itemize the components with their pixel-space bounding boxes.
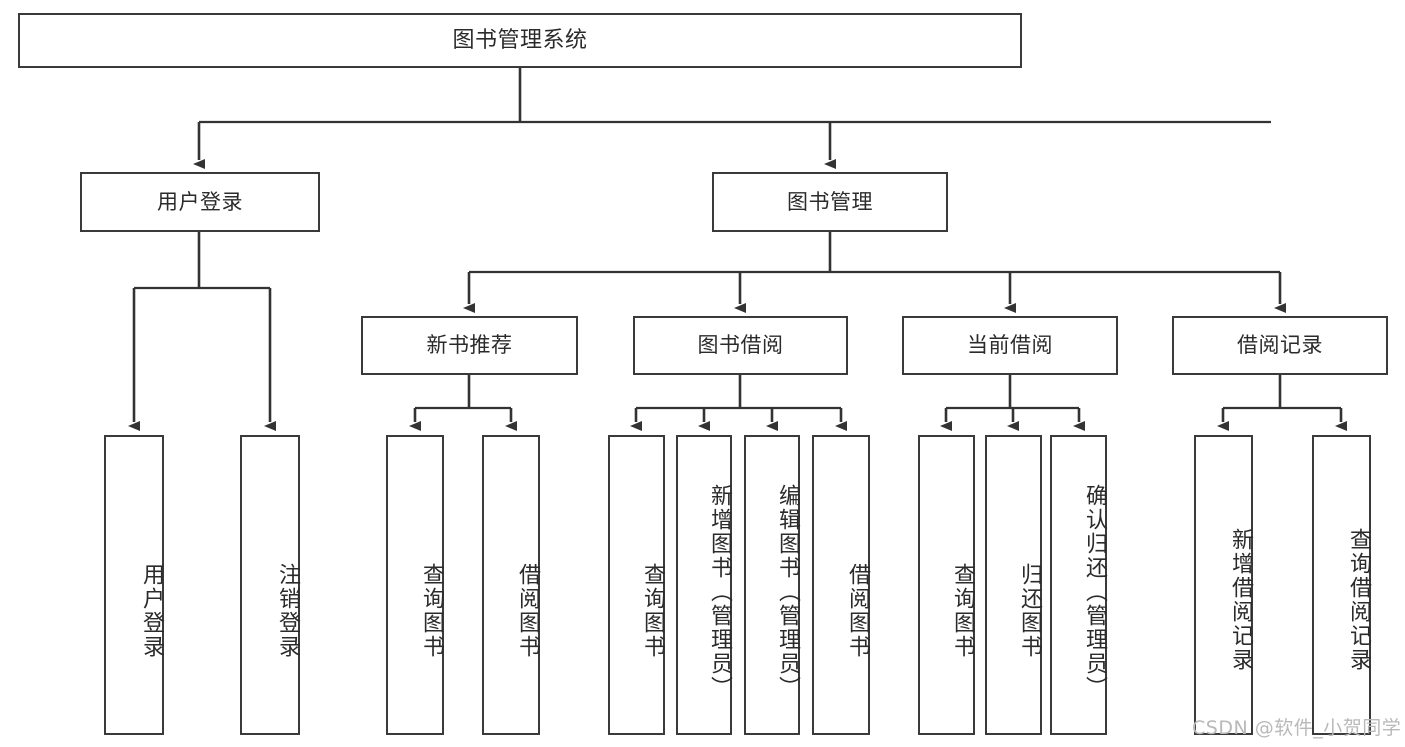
watermark-text: CSDN @软件_小贺同学	[1192, 717, 1402, 739]
node-root-system[interactable]: 图书管理系统	[18, 13, 1022, 68]
leaf-user-login[interactable]: 用户登录	[104, 435, 164, 735]
node-borrow-record[interactable]: 借阅记录	[1172, 316, 1388, 375]
node-book-borrow[interactable]: 图书借阅	[633, 316, 848, 375]
leaf-query-book-borrow[interactable]: 查询图书	[608, 435, 665, 735]
leaf-logout-login[interactable]: 注销登录	[240, 435, 300, 735]
leaf-edit-book-admin[interactable]: 编辑图书（管理员）	[744, 435, 800, 735]
leaf-add-book-admin[interactable]: 新增图书（管理员）	[676, 435, 732, 735]
leaf-borrow-book-borrow[interactable]: 借阅图书	[812, 435, 870, 735]
node-book-manage[interactable]: 图书管理	[712, 172, 948, 232]
leaf-add-borrow-record[interactable]: 新增借阅记录	[1194, 435, 1253, 735]
node-user-login[interactable]: 用户登录	[80, 172, 320, 232]
leaf-borrow-book-recommend[interactable]: 借阅图书	[482, 435, 540, 735]
leaf-query-book-current[interactable]: 查询图书	[918, 435, 975, 735]
node-current-borrow[interactable]: 当前借阅	[902, 316, 1118, 375]
leaf-query-borrow-record[interactable]: 查询借阅记录	[1312, 435, 1371, 735]
node-new-book-recommend[interactable]: 新书推荐	[361, 316, 578, 375]
leaf-query-book-recommend[interactable]: 查询图书	[386, 435, 444, 735]
leaf-return-book[interactable]: 归还图书	[985, 435, 1042, 735]
leaf-confirm-return-admin[interactable]: 确认归还（管理员）	[1050, 435, 1107, 735]
